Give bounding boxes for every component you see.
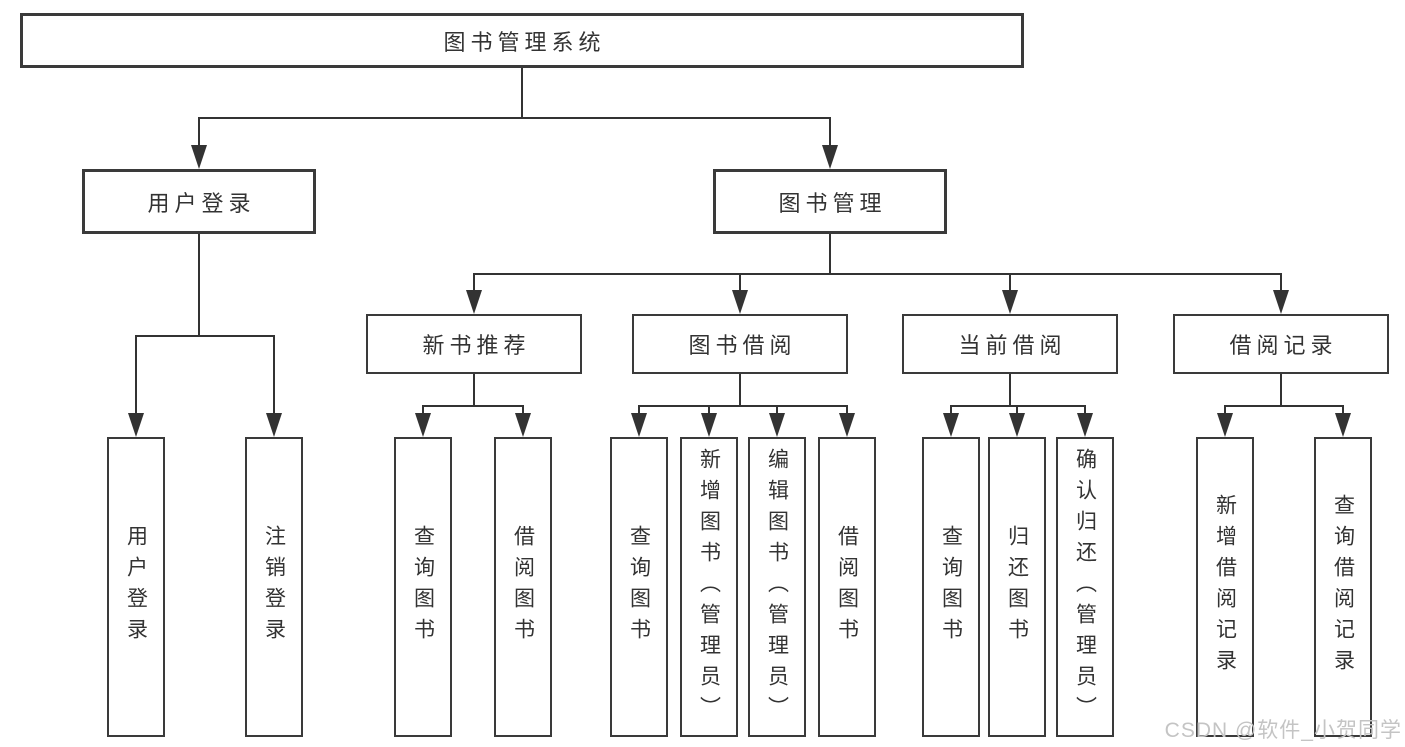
node-current-borrow: 当前借阅 (902, 314, 1118, 374)
leaf-cb-confirm-return-admin-label: 确认归还（管理员） (1073, 447, 1097, 727)
leaf-br-query-record-label: 查询借阅记录 (1331, 494, 1355, 680)
connector-lines (135, 67, 1344, 414)
leaf-user-login: 用户登录 (107, 437, 165, 737)
arrowheads (128, 145, 1351, 437)
leaf-bb-edit-books-admin: 编辑图书（管理员） (748, 437, 806, 737)
leaf-bb-query-books-label: 查询图书 (627, 525, 651, 649)
leaf-bb-edit-books-admin-label: 编辑图书（管理员） (765, 447, 789, 727)
leaf-logout-login-label: 注销登录 (262, 525, 286, 649)
leaf-user-login-label: 用户登录 (124, 525, 148, 649)
leaf-logout-login: 注销登录 (245, 437, 303, 737)
node-user-login: 用户登录 (82, 169, 316, 234)
node-book-mgmt-label: 图书管理 (778, 190, 887, 216)
leaf-bb-add-books-admin-label: 新增图书（管理员） (697, 447, 721, 727)
leaf-bb-borrow-books-label: 借阅图书 (835, 525, 859, 649)
leaf-rec-borrow-books: 借阅图书 (494, 437, 552, 737)
leaf-rec-query-books-label: 查询图书 (411, 525, 435, 649)
node-book-borrow-label: 图书借阅 (688, 333, 797, 358)
leaf-cb-return-books-label: 归还图书 (1005, 525, 1029, 649)
leaf-br-query-record: 查询借阅记录 (1314, 437, 1372, 737)
node-borrow-records: 借阅记录 (1173, 314, 1389, 374)
node-borrow-records-label: 借阅记录 (1229, 333, 1338, 358)
node-root: 图书管理系统 (20, 13, 1024, 68)
leaf-cb-query-books-label: 查询图书 (939, 525, 963, 649)
leaf-br-add-record-label: 新增借阅记录 (1213, 494, 1237, 680)
node-new-book-rec-label: 新书推荐 (422, 333, 531, 358)
node-current-borrow-label: 当前借阅 (958, 333, 1067, 358)
node-root-label: 图书管理系统 (443, 29, 606, 55)
node-book-borrow: 图书借阅 (632, 314, 848, 374)
leaf-bb-query-books: 查询图书 (610, 437, 668, 737)
leaf-cb-confirm-return-admin: 确认归还（管理员） (1056, 437, 1114, 737)
leaf-br-add-record: 新增借阅记录 (1196, 437, 1254, 737)
leaf-cb-return-books: 归还图书 (988, 437, 1046, 737)
node-book-mgmt: 图书管理 (713, 169, 947, 234)
watermark-text: CSDN @软件_小贺同学 (1164, 719, 1402, 742)
node-new-book-rec: 新书推荐 (366, 314, 582, 374)
leaf-rec-query-books: 查询图书 (394, 437, 452, 737)
node-user-login-label: 用户登录 (147, 190, 256, 216)
leaf-bb-borrow-books: 借阅图书 (818, 437, 876, 737)
leaf-rec-borrow-books-label: 借阅图书 (511, 525, 535, 649)
leaf-cb-query-books: 查询图书 (922, 437, 980, 737)
leaf-bb-add-books-admin: 新增图书（管理员） (680, 437, 738, 737)
